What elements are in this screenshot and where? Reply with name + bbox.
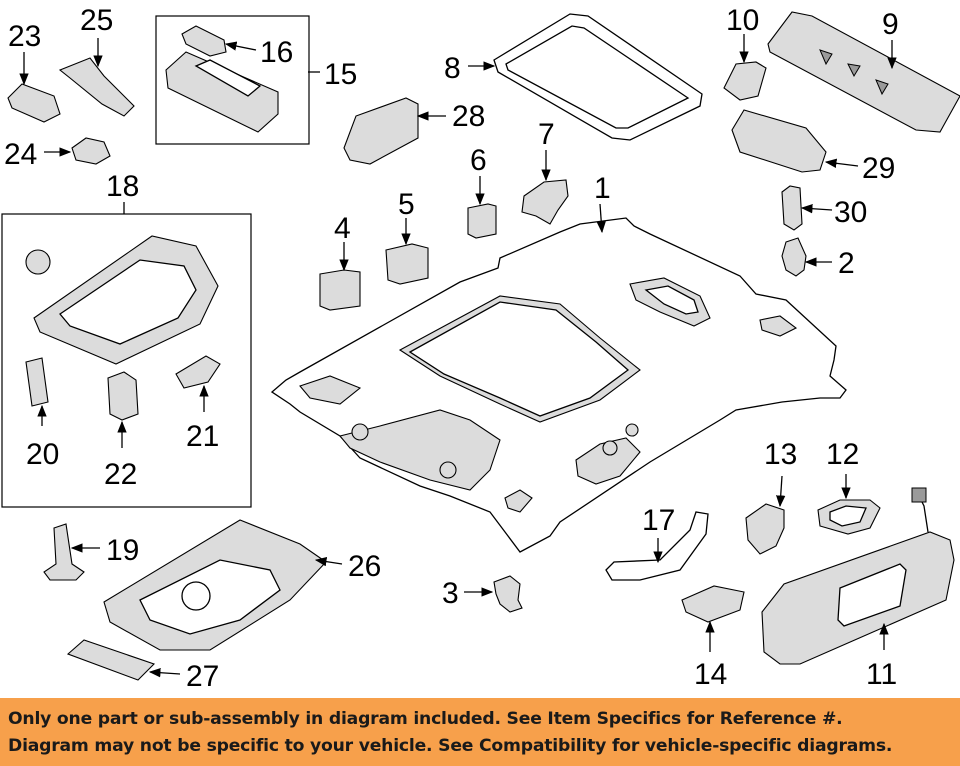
leader-lines xyxy=(19,34,897,678)
callout-12: 12 xyxy=(826,438,859,471)
disclaimer-line-1: Only one part or sub-assembly in diagram… xyxy=(8,709,843,729)
pad-part-6 xyxy=(467,203,497,239)
overhead-console-part-26 xyxy=(103,519,327,651)
callout-4: 4 xyxy=(334,212,351,245)
pad-part-20 xyxy=(25,357,49,407)
bumper-part-30 xyxy=(781,185,803,231)
sun-visor-part-11 xyxy=(761,487,955,665)
pad-part-4 xyxy=(319,269,361,311)
bracket-part-3 xyxy=(493,575,523,613)
callout-6: 6 xyxy=(470,144,487,177)
callout-27: 27 xyxy=(186,660,219,693)
hook-part-13 xyxy=(745,503,785,555)
callout-labels: 1 2 3 4 5 6 7 8 9 10 11 12 13 14 15 16 1… xyxy=(4,4,899,693)
clip-part-24 xyxy=(71,137,111,165)
group-box-18 xyxy=(1,213,252,508)
tray-part-14 xyxy=(681,585,745,623)
bulb-part-16 xyxy=(181,25,227,57)
callout-20: 20 xyxy=(26,438,59,471)
clip-part-2 xyxy=(781,237,807,277)
pad-part-27 xyxy=(66,639,156,681)
callout-22: 22 xyxy=(104,458,137,491)
callout-2: 2 xyxy=(838,247,855,280)
callout-21: 21 xyxy=(186,420,219,453)
callout-28: 28 xyxy=(452,100,485,133)
callout-11: 11 xyxy=(866,658,897,691)
lamp-part-28 xyxy=(343,97,419,165)
switch-part-23 xyxy=(7,83,61,123)
console-part-18 xyxy=(25,235,219,365)
parts-diagram: 1 2 3 4 5 6 7 8 9 10 11 12 13 14 15 16 1… xyxy=(1,4,960,693)
pad-part-5 xyxy=(385,243,429,285)
callout-18: 18 xyxy=(106,170,139,203)
callout-30: 30 xyxy=(834,196,867,229)
lamp-part-22 xyxy=(107,371,139,421)
disclaimer-line-2: Diagram may not be specific to your vehi… xyxy=(8,736,893,756)
callout-16: 16 xyxy=(260,36,293,69)
trim-strip-part-9 xyxy=(767,11,960,133)
lamp-part-29 xyxy=(731,109,827,173)
group-box-15 xyxy=(155,15,310,145)
callout-17: 17 xyxy=(642,504,675,537)
bracket-part-7 xyxy=(521,179,569,225)
mirror-cover-part-12 xyxy=(817,499,881,535)
cover-part-10 xyxy=(723,61,767,101)
callout-5: 5 xyxy=(398,188,415,221)
disclaimer-banner: Only one part or sub-assembly in diagram… xyxy=(0,698,960,766)
callout-15: 15 xyxy=(324,58,357,91)
callout-10: 10 xyxy=(726,4,759,37)
callout-1: 1 xyxy=(594,172,611,205)
callout-24: 24 xyxy=(4,138,37,171)
callout-7: 7 xyxy=(538,118,555,151)
callout-13: 13 xyxy=(764,438,797,471)
callout-14: 14 xyxy=(694,658,727,691)
callout-9: 9 xyxy=(882,8,899,41)
lamp-assembly-part-15 xyxy=(165,51,279,133)
callout-25: 25 xyxy=(80,4,113,37)
callout-26: 26 xyxy=(348,550,381,583)
headliner-part-1 xyxy=(270,217,847,553)
grab-handle-part-17 xyxy=(605,511,709,581)
callout-23: 23 xyxy=(8,20,41,53)
fastener-part-19 xyxy=(43,523,85,581)
sunroof-seal-part-8 xyxy=(493,13,703,141)
connector-part-25 xyxy=(58,57,135,117)
callout-29: 29 xyxy=(862,152,895,185)
bulb-part-21 xyxy=(175,355,221,389)
callout-3: 3 xyxy=(442,577,459,610)
callout-19: 19 xyxy=(106,534,139,567)
callout-8: 8 xyxy=(444,52,461,85)
